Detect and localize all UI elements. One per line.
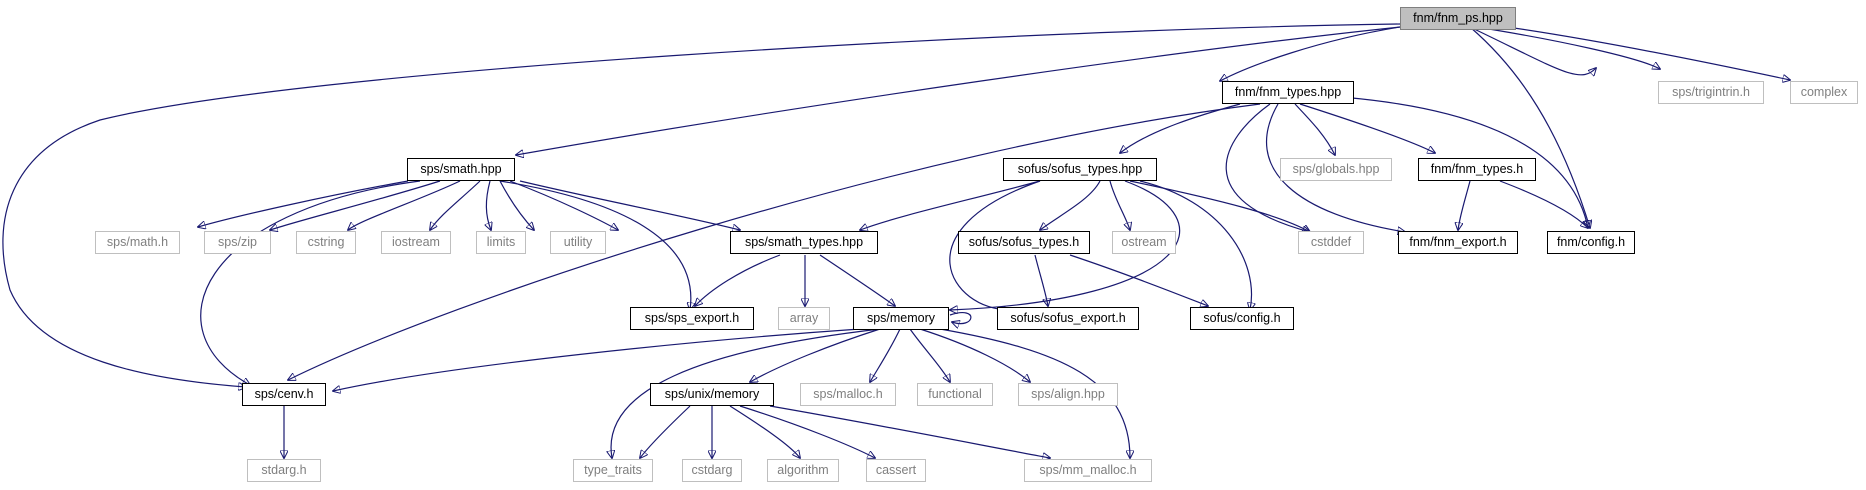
node-stdarg-h: stdarg.h — [247, 459, 321, 482]
edge — [348, 180, 461, 230]
node-fnm-types-h[interactable]: fnm/fnm_types.h — [1418, 158, 1536, 181]
edge — [1220, 26, 1401, 81]
node-limits: limits — [476, 231, 526, 254]
node-fnm-config-h[interactable]: fnm/config.h — [1547, 231, 1635, 254]
node-sofus-sofus-types-h[interactable]: sofus/sofus_types.h — [958, 231, 1090, 254]
edge — [939, 328, 1130, 458]
edge — [729, 405, 800, 458]
edge — [200, 180, 421, 385]
edge — [1120, 103, 1241, 153]
node-sofus-config-h[interactable]: sofus/config.h — [1190, 307, 1294, 330]
edge — [1139, 180, 1252, 310]
edge — [640, 405, 691, 458]
edge — [486, 180, 491, 230]
node-sps-math-h: sps/math.h — [95, 231, 180, 254]
node-sps-zip: sps/zip — [204, 231, 271, 254]
edge — [750, 328, 881, 382]
edge — [270, 180, 441, 230]
node-algorithm: algorithm — [767, 459, 839, 482]
node-sps-trigintrin-h: sps/trigintrin.h — [1658, 81, 1764, 104]
node-cstdarg: cstdarg — [682, 459, 742, 482]
edge — [519, 180, 740, 230]
node-sps-malloc-h: sps/malloc.h — [800, 383, 896, 406]
edge — [1499, 180, 1588, 228]
edge — [949, 180, 1041, 310]
node-cassert: cassert — [866, 459, 926, 482]
node-sofus-sofus-export-h[interactable]: sofus/sofus_export.h — [997, 307, 1139, 330]
edge — [1469, 26, 1590, 228]
edge — [198, 180, 409, 227]
edge — [1040, 180, 1101, 230]
node-sps-unix-memory[interactable]: sps/unix/memory — [650, 383, 774, 406]
edge — [819, 254, 895, 306]
node-complex: complex — [1790, 81, 1858, 104]
node-sps-smath-hpp[interactable]: sps/smath.hpp — [407, 158, 515, 181]
node-sps-globals-hpp: sps/globals.hpp — [1280, 158, 1392, 181]
edge — [949, 312, 972, 324]
node-sps-mm-malloc-h: sps/mm_malloc.h — [1024, 459, 1152, 482]
edge — [695, 254, 781, 306]
edge — [909, 328, 950, 382]
edge — [870, 328, 901, 382]
edge — [509, 180, 618, 230]
edge — [1458, 180, 1471, 230]
edge — [516, 26, 1401, 155]
edge — [2, 23, 1401, 387]
node-iostream: iostream — [381, 231, 451, 254]
node-cstring: cstring — [296, 231, 356, 254]
edge — [1299, 103, 1435, 153]
edge — [499, 180, 691, 310]
edge — [1294, 103, 1335, 155]
node-sps-memory[interactable]: sps/memory — [853, 307, 949, 330]
edge — [919, 328, 1030, 382]
edge — [1069, 254, 1208, 306]
edge — [1225, 103, 1310, 232]
edge — [430, 180, 481, 230]
edge — [611, 328, 881, 458]
edge — [499, 180, 534, 230]
edge — [769, 405, 1050, 458]
node-fnm-ps-hpp: fnm/fnm_ps.hpp — [1400, 7, 1516, 30]
edge — [333, 328, 861, 391]
node-array: array — [778, 307, 830, 330]
node-fnm-types-hpp[interactable]: fnm/fnm_types.hpp — [1222, 81, 1354, 104]
node-functional: functional — [917, 383, 993, 406]
node-utility: utility — [550, 231, 606, 254]
node-sps-smath-types-hpp[interactable]: sps/smath_types.hpp — [730, 231, 878, 254]
edge — [1469, 25, 1660, 69]
node-cstddef: cstddef — [1298, 231, 1364, 254]
node-sps-cenv-h[interactable]: sps/cenv.h — [242, 383, 326, 406]
edge — [1034, 254, 1048, 306]
edge — [1499, 25, 1790, 80]
edge — [739, 405, 875, 458]
node-sps-sps-export-h[interactable]: sps/sps_export.h — [630, 307, 754, 330]
edge — [1289, 93, 1588, 228]
node-sofus-types-hpp[interactable]: sofus/sofus_types.hpp — [1003, 158, 1157, 181]
edge — [950, 180, 1181, 310]
edge — [288, 103, 1261, 380]
node-fnm-export-h[interactable]: fnm/fnm_export.h — [1398, 231, 1518, 254]
edge — [1469, 26, 1596, 75]
node-type-traits: type_traits — [573, 459, 653, 482]
edge — [1109, 180, 1130, 230]
edge — [1266, 103, 1405, 232]
edge — [860, 180, 1041, 230]
node-ostream: ostream — [1112, 231, 1176, 254]
node-sps-align-hpp: sps/align.hpp — [1018, 383, 1118, 406]
